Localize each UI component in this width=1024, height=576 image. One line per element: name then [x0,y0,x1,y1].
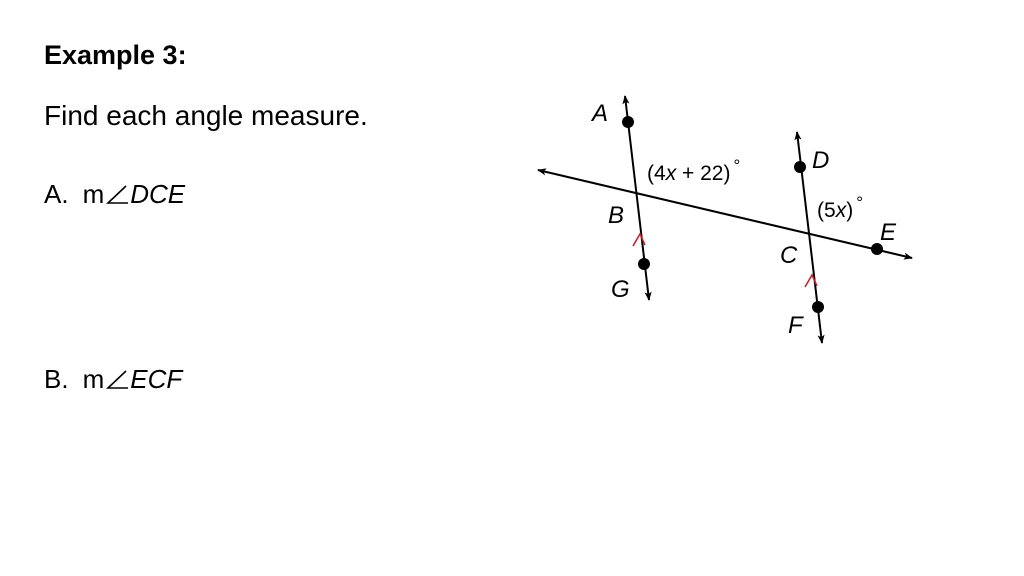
question-b-angle-name: ECF [130,364,183,394]
slide-title: Example 3: [44,40,187,70]
question-a: A. m DCE [44,177,185,211]
question-b-letter: B. [44,364,69,394]
question-b: B. m ECF [44,362,182,396]
angle-label-right: (5x)° [817,193,863,222]
parallel-arrow-icon [804,273,818,288]
label-b: B [608,202,624,229]
point-g [638,258,650,270]
parallel-arrow-icon [632,232,646,247]
line-ag [622,95,652,301]
point-e [871,243,883,255]
instruction-text: Find each angle measure. [44,100,368,131]
question-a-letter: A. [44,179,69,209]
label-d: D [812,147,829,174]
label-e: E [880,219,897,246]
line-df [794,131,825,344]
point-f [812,301,824,313]
label-c: C [780,242,798,269]
point-d [794,161,806,173]
label-a: A [590,100,608,127]
angle-icon [106,370,129,389]
point-a [622,116,634,128]
angle-label-left: (4x + 22)° [647,156,740,185]
transversal-line [537,168,913,260]
question-b-measure-prefix: m [82,364,105,394]
label-g: G [611,276,630,303]
label-f: F [788,312,804,339]
question-a-measure-prefix: m [82,179,105,209]
question-a-angle-name: DCE [130,179,186,209]
angle-icon [106,185,129,204]
